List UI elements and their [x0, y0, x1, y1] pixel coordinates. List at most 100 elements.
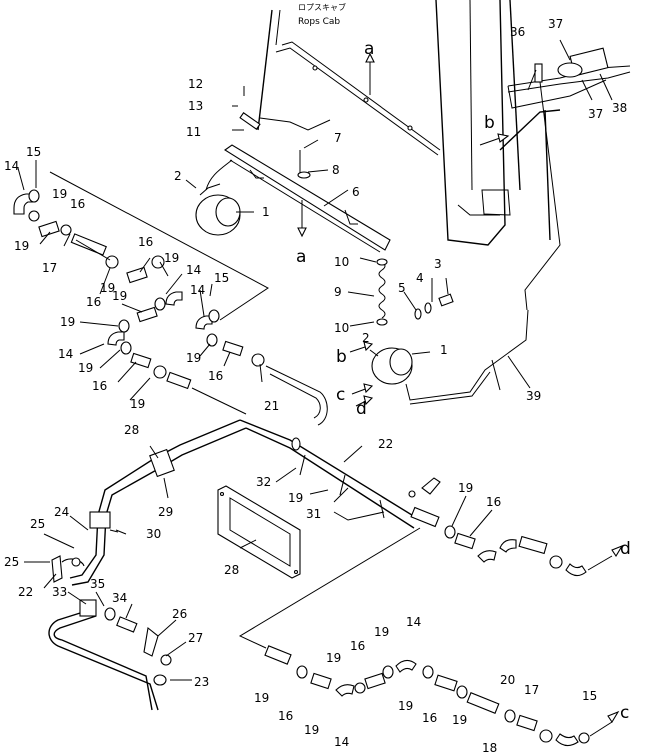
callout-16-c: 16 [86, 295, 101, 309]
callout-12: 12 [188, 77, 203, 91]
callout-19-j: 19 [458, 481, 473, 495]
leader-lines [17, 39, 613, 681]
callout-10-upper: 10 [334, 255, 349, 269]
callout-27: 28 [224, 563, 239, 577]
ref-letter-d-blower: d [356, 399, 367, 419]
callout-25-a: 25 [4, 555, 19, 569]
callout-24: 25 [30, 517, 45, 531]
callout-22-b: 23 [194, 675, 209, 689]
callout-19-e: 19 [112, 289, 127, 303]
callout-17-b: 18 [482, 741, 497, 755]
callout-19-f: 19 [60, 315, 75, 329]
blower-unit-lower [369, 309, 529, 405]
callout-16-h: 16 [278, 709, 293, 723]
callout-2-upper: 2 [174, 169, 182, 183]
bracket-assembly [224, 112, 391, 253]
callout-28-b: 29 [158, 505, 173, 519]
lower-left-piping [48, 511, 172, 711]
callout-37-b: 38 [612, 101, 627, 115]
callout-8: 8 [332, 163, 340, 177]
callout-36: 37 [548, 17, 563, 31]
callout-32: 33 [52, 585, 67, 599]
callout-35: 36 [510, 25, 525, 39]
ref-letter-b-bottom: b [336, 347, 347, 367]
callout-29: 30 [146, 527, 161, 541]
spring-hose [376, 258, 388, 326]
callout-16-a: 16 [70, 197, 85, 211]
cab-label-en: Rops Cab [298, 17, 340, 27]
callout-14-e: 14 [406, 615, 421, 629]
ref-letter-a-top: a [364, 39, 374, 59]
callout-4: 4 [416, 271, 424, 285]
callout-19-o: 19 [398, 699, 413, 713]
callout-16-d: 16 [92, 379, 107, 393]
callout-11: 11 [186, 125, 201, 139]
callout-14-b: 14 [186, 263, 201, 277]
callout-30: 31 [306, 507, 321, 521]
callout-19-l: 19 [374, 625, 389, 639]
main-duct [97, 365, 441, 529]
callout-34: 35 [90, 577, 105, 591]
callout-22-a: 22 [18, 585, 33, 599]
callout-26: 27 [188, 631, 203, 645]
callout-19-n: 19 [304, 723, 319, 737]
ref-letter-b-top: b [484, 113, 495, 133]
callout-33: 34 [112, 591, 127, 605]
ref-letter-d-pipe: d [620, 539, 631, 559]
callout-15-b: 15 [214, 271, 229, 285]
callout-19-b: 19 [14, 239, 29, 253]
ref-letter-a-bottom: a [296, 247, 306, 267]
callout-19-i: 19 [186, 351, 201, 365]
callout-7: 7 [334, 131, 342, 145]
callout-3: 3 [434, 257, 442, 271]
blower-unit-upper [195, 159, 241, 236]
right-piping-c [238, 527, 613, 747]
callout-10-lower: 10 [334, 321, 349, 335]
callout-19-a: 19 [52, 187, 67, 201]
callout-18: 19 [288, 491, 303, 505]
callout-19-c: 19 [100, 281, 115, 295]
callout-16-j: 17 [524, 683, 539, 697]
callout-25-b: 26 [172, 607, 187, 621]
callout-21: 22 [378, 437, 393, 451]
callout-14-c: 14 [190, 283, 205, 297]
callout-19-q: 20 [500, 673, 515, 687]
callout-19-p: 19 [452, 713, 467, 727]
callout-19-m: 19 [254, 691, 269, 705]
callout-19-h: 19 [130, 397, 145, 411]
callout-14-d: 14 [58, 347, 73, 361]
cab-switch-assembly [524, 47, 609, 311]
callout-9: 9 [334, 285, 342, 299]
callout-23: 24 [54, 505, 69, 519]
callout-14-f: 14 [334, 735, 349, 749]
callout-5: 5 [398, 281, 406, 295]
right-piping-d [444, 525, 613, 577]
callout-37-a: 37 [588, 107, 603, 121]
access-panel [217, 485, 301, 579]
callout-14-a: 14 [4, 159, 19, 173]
callout-13: 13 [188, 99, 203, 113]
callout-31: 32 [256, 475, 271, 489]
reference-arrows [297, 52, 624, 724]
callout-15-a: 15 [26, 145, 41, 159]
callout-17-a: 17 [42, 261, 57, 275]
callout-20: 21 [264, 399, 279, 413]
callout-28-a: 28 [124, 423, 139, 437]
callout-16-b: 16 [138, 235, 153, 249]
callout-1-upper: 1 [262, 205, 270, 219]
callout-16-g: 16 [350, 639, 365, 653]
callout-16-e: 16 [208, 369, 223, 383]
callout-6: 6 [352, 185, 360, 199]
bolts-right [414, 293, 454, 320]
callout-16-i: 16 [422, 711, 437, 725]
callout-16-f: 16 [486, 495, 501, 509]
callout-38: 39 [526, 389, 541, 403]
callout-15-c: 15 [582, 689, 597, 703]
callout-1-lower: 1 [440, 343, 448, 357]
rops-cab-frame [257, 0, 631, 246]
ref-letter-c-blower: c [336, 385, 345, 405]
upper-left-piping [13, 171, 269, 390]
callout-19-d: 19 [164, 251, 179, 265]
